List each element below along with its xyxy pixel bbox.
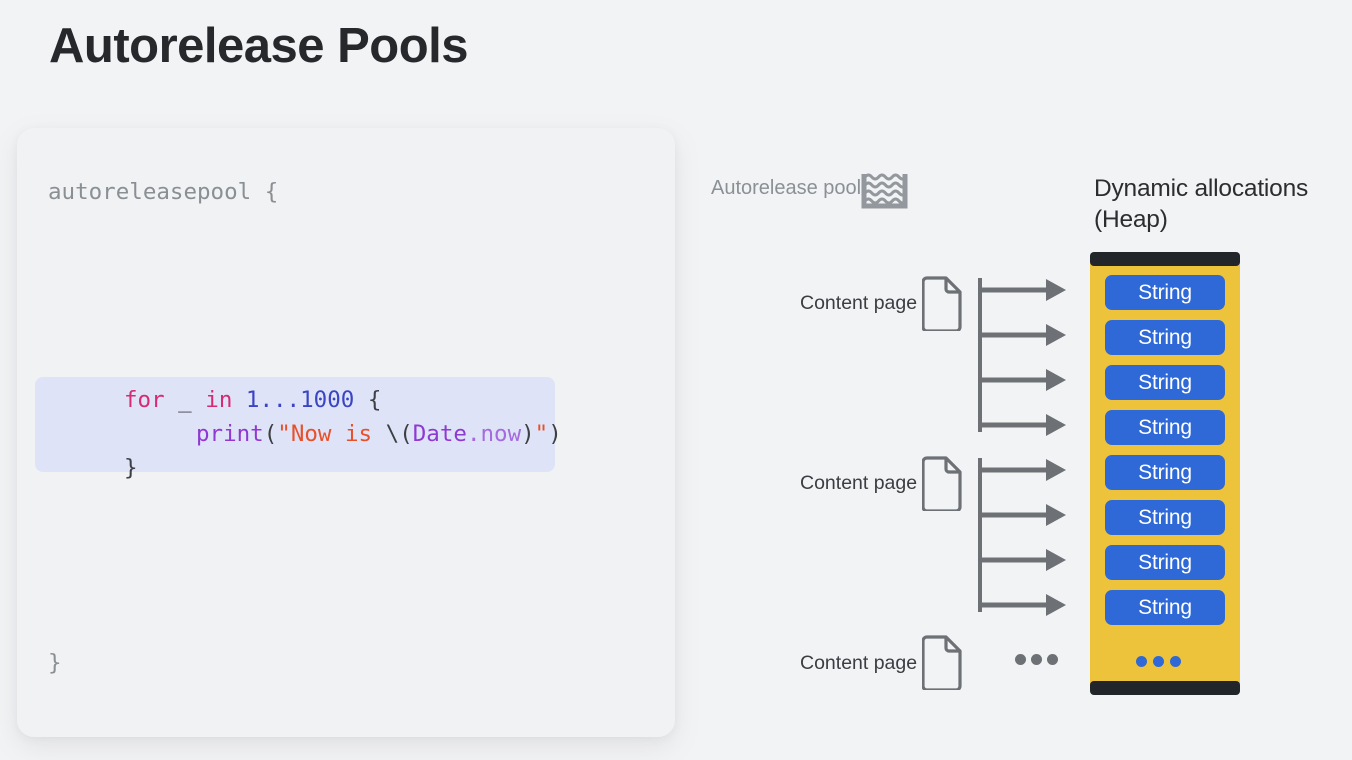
heap-block-string: String <box>1105 455 1225 490</box>
token-quote-close: " <box>534 421 549 447</box>
code-body: autoreleasepool { for _ in 1...1000 { pr… <box>17 128 675 737</box>
heap-container: String String String String String Strin… <box>1090 252 1240 695</box>
token-interpolation-close: ) <box>521 421 535 447</box>
heap-block-string: String <box>1105 275 1225 310</box>
heap-block-string: String <box>1105 590 1225 625</box>
document-icon <box>921 455 964 513</box>
token-function-print: print <box>196 421 264 447</box>
token-keyword-in: in <box>205 387 233 413</box>
ellipsis-dot <box>1015 654 1026 665</box>
document-icon <box>921 275 964 333</box>
ellipsis-dot <box>1031 654 1042 665</box>
document-icon <box>921 634 964 692</box>
ellipsis-dots-gray <box>1015 654 1059 666</box>
token-keyword-for: for <box>124 387 165 413</box>
code-panel: autoreleasepool { for _ in 1...1000 { pr… <box>17 128 675 737</box>
token-property-now: .now <box>466 421 522 447</box>
content-page-label: Content page <box>800 652 918 674</box>
page-title: Autorelease Pools <box>49 19 469 73</box>
code-highlight-block: for _ in 1...1000 { print("Now is \(Date… <box>35 377 562 481</box>
heap-title: Dynamic allocations (Heap) <box>1094 175 1309 233</box>
ellipsis-dot <box>1047 654 1058 665</box>
heap-block-string: String <box>1105 365 1225 400</box>
token-type-date: Date <box>412 421 467 447</box>
token-brace-open: { <box>354 387 382 413</box>
allocation-arrows-group-2 <box>978 452 1068 618</box>
heap-cap-top <box>1090 252 1240 266</box>
token-interpolation-open: \( <box>385 421 413 447</box>
allocation-arrows-group-1 <box>978 272 1068 438</box>
content-page-label: Content page <box>800 472 918 494</box>
code-highlight-text: for _ in 1...1000 { print("Now is \(Date… <box>124 383 562 485</box>
ellipsis-dot <box>1153 656 1164 667</box>
heap-cap-bottom <box>1090 681 1240 695</box>
code-line-autoreleasepool-open: autoreleasepool { <box>48 179 279 205</box>
heap-block-string: String <box>1105 410 1225 445</box>
heap-block-list: String String String String String Strin… <box>1105 275 1225 635</box>
code-line-autoreleasepool-close: } <box>48 650 62 676</box>
pool-waves-icon <box>861 171 908 209</box>
token-quote-open: " <box>277 421 291 447</box>
heap-ellipsis-dots <box>1136 656 1196 667</box>
autorelease-pool-label: Autorelease pool <box>711 177 862 199</box>
token-paren-open: ( <box>263 421 278 447</box>
heap-block-string: String <box>1105 320 1225 355</box>
token-underscore: _ <box>164 387 206 413</box>
token-brace-close: } <box>124 455 138 481</box>
ellipsis-dot <box>1136 656 1147 667</box>
heap-block-string: String <box>1105 500 1225 535</box>
token-string-text: Now is <box>290 421 386 447</box>
ellipsis-dot <box>1170 656 1181 667</box>
token-paren-close: ) <box>548 421 562 447</box>
content-page-label: Content page <box>800 292 918 314</box>
heap-block-string: String <box>1105 545 1225 580</box>
token-number-range: 1...1000 <box>245 387 355 413</box>
